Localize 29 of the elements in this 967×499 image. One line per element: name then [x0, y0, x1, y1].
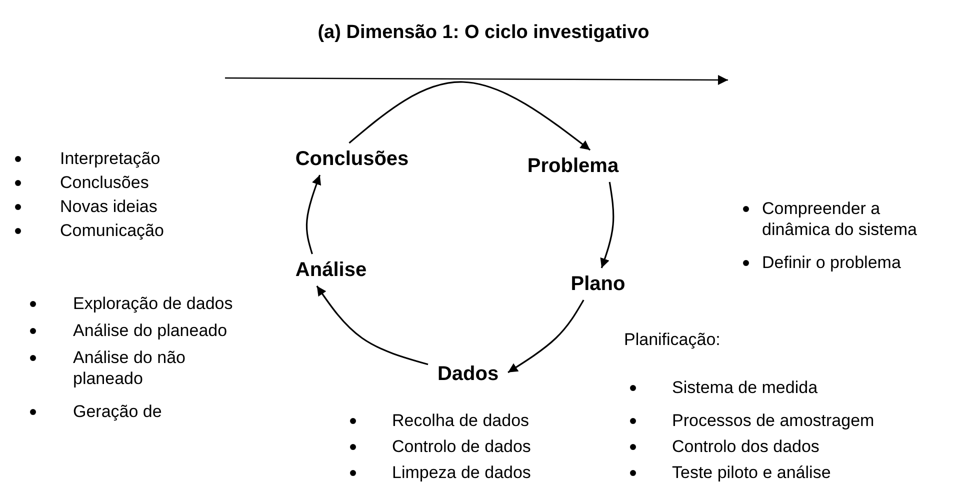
list-item: Interpretação	[60, 148, 162, 169]
stage-label: Conclusões	[282, 143, 422, 175]
list-item: Processos de amostragem	[672, 410, 876, 431]
list-item: Sistema de medida	[672, 377, 819, 398]
stage-label: Plano	[562, 268, 634, 300]
stage-label: Dados	[428, 358, 508, 390]
cycle-arrow	[508, 300, 584, 374]
section-label: Planificação:	[624, 329, 722, 350]
list-item: Geração de	[73, 401, 163, 422]
list-item: Novas ideias	[60, 196, 158, 217]
list-item: Controlo dos dados	[672, 436, 820, 457]
list-item: Recolha de dados	[392, 410, 530, 431]
list-item: Controlo de dados	[392, 436, 532, 457]
list-item: Comunicação	[60, 220, 165, 241]
cycle-arrow	[600, 182, 614, 268]
list-item: Análise do planeado	[73, 320, 228, 341]
list-item: Limpeza de dados	[392, 462, 532, 483]
list-item: Teste piloto e análise	[672, 462, 832, 483]
list-item: Compreender a dinâmica do sistema	[762, 198, 918, 240]
cycle-arrow	[348, 81, 591, 151]
stage-label: Análise	[284, 254, 378, 286]
list-item: Exploração de dados	[73, 293, 234, 314]
stage-label: Problema	[512, 150, 634, 182]
list-item: Conclusões	[60, 172, 150, 193]
list-item: Definir o problema	[762, 252, 902, 273]
cycle-arrow	[306, 174, 322, 254]
list-item: Análise do não planeado	[73, 347, 186, 389]
cycle-arrow	[316, 286, 428, 366]
diagram-title: (a) Dimensão 1: O ciclo investigativo	[316, 22, 650, 44]
